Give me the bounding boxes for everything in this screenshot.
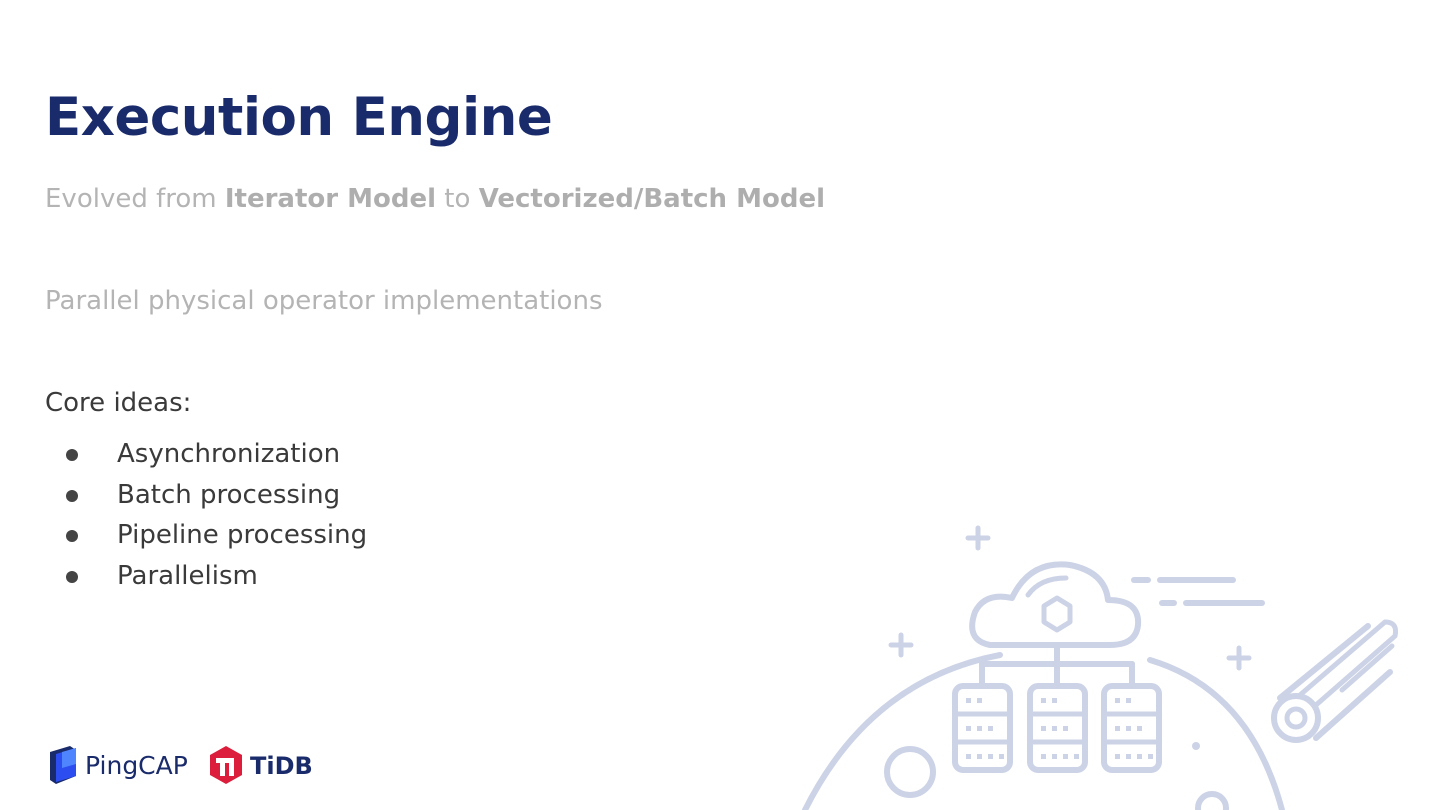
core-ideas-heading: Core ideas:	[45, 388, 192, 418]
slide-title: Execution Engine	[45, 87, 553, 148]
tidb-wordmark: TiDB	[250, 752, 313, 780]
pingcap-wordmark: PingCAP	[85, 751, 188, 780]
iterator-model-label: Iterator Model	[224, 184, 437, 214]
pingcap-logo-icon	[50, 746, 76, 784]
evolution-connector: to	[436, 184, 479, 214]
core-idea-label: Pipeline processing	[117, 520, 368, 550]
list-item: Pipeline processing	[45, 517, 367, 558]
parallel-operators-statement: Parallel physical operator implementatio…	[45, 286, 603, 316]
list-item: Batch processing	[45, 477, 367, 518]
list-item: Asynchronization	[45, 436, 367, 477]
bullet-dot-icon	[66, 449, 78, 461]
vectorized-model-label: Vectorized/Batch Model	[478, 184, 825, 214]
bullet-dot-icon	[66, 489, 78, 502]
cloud-database-planet-illustration	[802, 525, 1398, 810]
bullet-dot-icon	[66, 570, 78, 583]
evolution-statement: Evolved from Iterator Model to Vectorize…	[45, 181, 825, 217]
core-idea-label: Batch processing	[117, 479, 341, 510]
tidb-logo-icon	[210, 746, 242, 784]
core-idea-label: Asynchronization	[117, 439, 341, 469]
core-idea-label: Parallelism	[117, 560, 258, 591]
bullet-dot-icon	[66, 530, 78, 542]
list-item: Parallelism	[45, 558, 367, 599]
core-ideas-list: Asynchronization Batch processing Pipeli…	[45, 436, 367, 598]
evolution-prefix: Evolved from	[45, 184, 225, 214]
